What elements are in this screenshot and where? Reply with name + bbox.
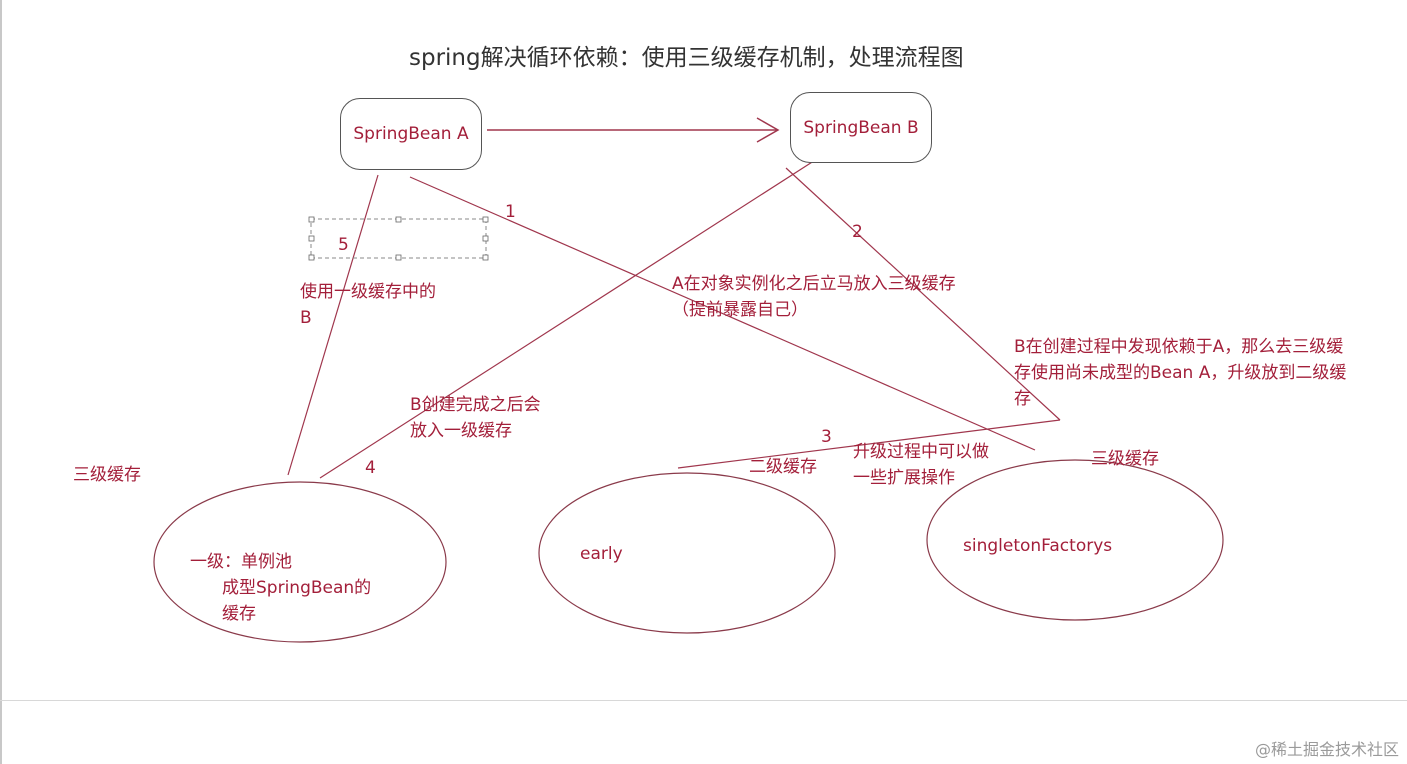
upgrade-extension-note-line1: 升级过程中可以做 [853, 442, 989, 462]
step-4-label: 4 [365, 458, 376, 478]
level1-cache-ellipse [153, 481, 447, 643]
selection-handle [482, 235, 489, 242]
line-step2 [785, 167, 1061, 421]
level1-cache-label-line2: 成型SpringBean的 [222, 578, 372, 598]
level3-cache-title: 三级缓存 [1091, 449, 1159, 469]
springbean-b-label: SpringBean B [803, 117, 919, 138]
a-put-level3-note: A在对象实例化之后立马放入三级缓存 （提前暴露自己） [672, 271, 956, 323]
level3-cache-label: singletonFactorys [963, 536, 1113, 556]
arrowhead-a-to-b [756, 117, 780, 143]
b-done-note-line1: B创建完成之后会 [410, 395, 541, 415]
springbean-a-label: SpringBean A [353, 124, 469, 144]
level3-left-label: 三级缓存 [73, 465, 141, 485]
selection-handle [308, 216, 315, 223]
springbean-a-node: SpringBean A [340, 98, 482, 170]
b-found-dependency-note-line1: B在创建过程中发现依赖于A，那么去三级缓 [1014, 337, 1344, 357]
upgrade-extension-note: 升级过程中可以做 一些扩展操作 [853, 439, 989, 491]
level2-cache-label: early [580, 544, 623, 564]
selection-handle [482, 216, 489, 223]
level1-cache-label-line1: 一级：单例池 [190, 552, 292, 572]
bottom-edge-divider [0, 700, 1407, 701]
use-level1-note-line2: B [300, 308, 312, 328]
watermark: @稀土掘金技术社区 [1254, 740, 1399, 759]
a-put-level3-note-line1: A在对象实例化之后立马放入三级缓存 [672, 274, 956, 294]
upgrade-extension-note-line2: 一些扩展操作 [853, 468, 955, 488]
selection-handle [395, 254, 402, 261]
selection-handle [482, 254, 489, 261]
step-5-label: 5 [338, 235, 349, 255]
page-title: spring解决循环依赖：使用三级缓存机制，处理流程图 [409, 45, 964, 71]
selection-handle [395, 216, 402, 223]
a-put-level3-note-line2: （提前暴露自己） [672, 300, 808, 320]
step-1-label: 1 [505, 202, 516, 222]
left-edge-divider [0, 0, 2, 764]
level3-cache-ellipse [926, 459, 1224, 621]
use-level1-note-line1: 使用一级缓存中的 [300, 282, 436, 302]
line-step3 [677, 419, 1061, 469]
selection-handle [308, 235, 315, 242]
b-found-dependency-note-line3: 存 [1014, 389, 1031, 409]
b-found-dependency-note: B在创建过程中发现依赖于A，那么去三级缓 存使用尚未成型的Bean A，升级放到… [1014, 334, 1346, 412]
springbean-b-node: SpringBean B [790, 92, 932, 163]
level1-cache-label-line3: 缓存 [222, 604, 256, 624]
b-done-note-line2: 放入一级缓存 [410, 421, 512, 441]
line-step4 [319, 156, 821, 479]
b-done-note: B创建完成之后会 放入一级缓存 [410, 392, 541, 444]
level2-cache-ellipse [538, 472, 836, 634]
step-2-label: 2 [852, 222, 863, 242]
line-step1 [409, 176, 1036, 451]
b-found-dependency-note-line2: 存使用尚未成型的Bean A，升级放到二级缓 [1014, 363, 1347, 383]
level2-cache-title: 二级缓存 [749, 457, 817, 477]
use-level1-note: 使用一级缓存中的 B [300, 279, 436, 331]
step-3-label: 3 [821, 427, 832, 447]
selection-handle [308, 254, 315, 261]
line-step5 [287, 174, 379, 476]
level1-cache-label: 一级：单例池 成型SpringBean的 缓存 [190, 549, 371, 627]
